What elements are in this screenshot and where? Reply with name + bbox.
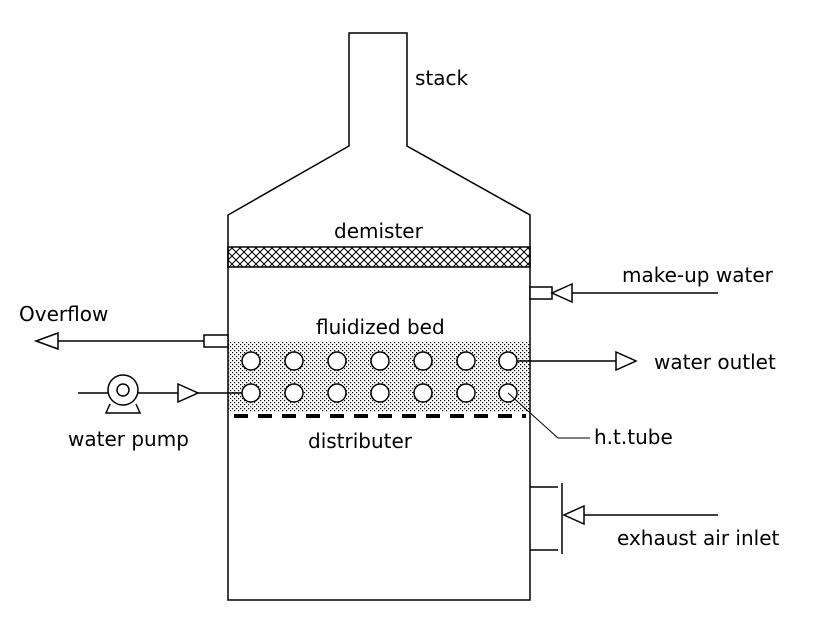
label-stack: stack bbox=[415, 66, 469, 90]
label-water-outlet: water outlet bbox=[654, 350, 776, 374]
label-demister: demister bbox=[334, 219, 424, 243]
label-overflow: Overflow bbox=[19, 302, 108, 326]
make-up-water-arrow bbox=[550, 282, 573, 304]
label-distributer: distributer bbox=[308, 429, 413, 453]
vessel-outline bbox=[227, 32, 531, 601]
water-inlet-arrow bbox=[177, 382, 200, 404]
label-ht-tube: h.t.tube bbox=[594, 425, 673, 449]
exhaust-air-inlet-duct bbox=[530, 483, 563, 554]
label-make-up-water: make-up water bbox=[622, 263, 774, 287]
demister-mesh bbox=[227, 246, 531, 268]
overflow-arrow bbox=[33, 331, 59, 351]
ht-tube-leader bbox=[507, 392, 590, 439]
label-fluidized-bed: fluidized bed bbox=[316, 315, 445, 339]
exhaust-air-arrow bbox=[562, 504, 585, 526]
water-pump-icon bbox=[104, 374, 142, 414]
heat-transfer-tubes bbox=[241, 351, 518, 403]
make-up-water-port bbox=[529, 286, 553, 300]
overflow-port bbox=[203, 334, 229, 348]
label-water-pump: water pump bbox=[68, 427, 189, 451]
label-exhaust-air-inlet: exhaust air inlet bbox=[617, 526, 780, 550]
water-outlet-arrow bbox=[615, 350, 638, 372]
